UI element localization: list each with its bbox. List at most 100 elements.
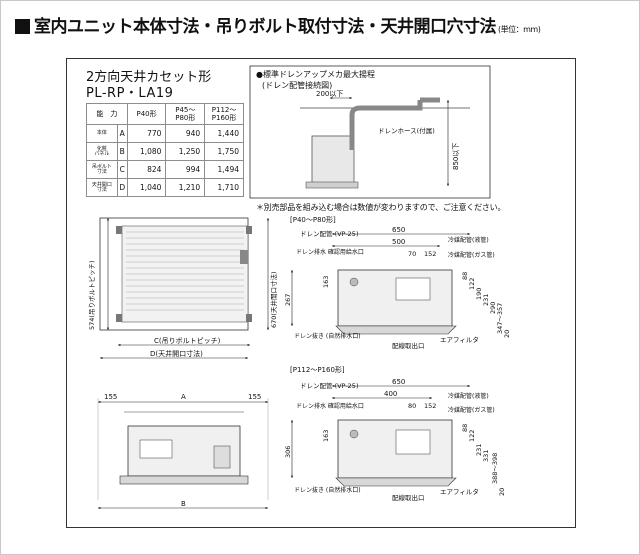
hanger-bracket: [246, 314, 252, 322]
side-large-filter: エアフィルタ: [440, 487, 479, 496]
side-small-drain-pipe: ドレン配管 (VP-25): [300, 229, 358, 238]
front-dim-155-right: 155: [248, 393, 261, 401]
heading-title: 室内ユニット本体寸法・吊りボルト取付寸法・天井開口穴寸法: [34, 17, 497, 37]
side-small-20: 20: [503, 330, 511, 338]
row-value: 1,440: [204, 124, 244, 143]
side-large-331: 331: [482, 450, 490, 462]
row-value: 1,040: [126, 178, 167, 197]
piping-port: [240, 250, 248, 264]
front-dim-155-left: 155: [104, 393, 117, 401]
drain-diagram: ●標準ドレンアップメカ最大揚程 (ドレン配管接続図) 200以下 ドレンホース(…: [249, 65, 491, 199]
side-small-pipe-box: [395, 277, 431, 301]
side-small-drain-plug: ドレン排水 確認用給水口: [296, 248, 364, 256]
row-value: 1,494: [204, 160, 244, 179]
side-large-drain-plug: ドレン排水 確認用給水口: [296, 402, 364, 410]
side-large-20: 20: [498, 488, 506, 496]
table-row: 本体 A 770 940 1,440: [86, 124, 244, 143]
side-small-88: 88: [461, 272, 469, 280]
unit-panel: [305, 181, 359, 189]
hanger-bracket: [116, 226, 122, 234]
side-large-306: 306: [284, 446, 292, 458]
hanger-bracket: [116, 314, 122, 322]
page-heading: 室内ユニット本体寸法・吊りボルト取付寸法・天井開口穴寸法(単位：mm): [15, 12, 575, 38]
drain-diagram-title: ●標準ドレンアップメカ最大揚程: [256, 69, 375, 79]
side-small-filter: エアフィルタ: [440, 335, 479, 344]
side-large-panel: [335, 477, 457, 487]
drain-hose-label: ドレンホース(付属): [378, 126, 435, 135]
front-inspection-window: [139, 439, 173, 459]
heading-unit: (単位：mm): [498, 25, 541, 34]
side-view-small: [P40～P80形] 650 500 70 152 ドレン配管 (VP-25) …: [284, 216, 511, 350]
side-large-122: 122: [468, 430, 476, 442]
side-small-290: 290: [489, 302, 497, 314]
model-name: PL-RP・LA19: [86, 86, 174, 101]
top-dim-d: D(天井開口寸法): [150, 349, 203, 358]
side-small-liquid: 冷媒配管(液管): [448, 236, 489, 244]
side-small-122: 122: [468, 278, 476, 290]
table-header-capacity: 能 力: [86, 103, 128, 125]
top-view: 574(吊りボルトピッチ) 670(天井開口寸法) C(吊りボルトピッチ) D(…: [88, 217, 278, 360]
drain-hose: [349, 100, 423, 150]
note-text: ＊別売部品を組み込む場合は数値が変わりますので、ご注意ください。: [256, 203, 506, 212]
side-large-drain-pipe: ドレン配管 (VP-25): [300, 381, 358, 390]
side-small-152: 152: [424, 250, 436, 258]
side-small-gas: 冷媒配管(ガス管): [448, 251, 495, 259]
top-dim-c: C(吊りボルトピッチ): [154, 337, 221, 345]
side-large-gas: 冷媒配管(ガス管): [448, 406, 495, 414]
side-large-152: 152: [424, 402, 436, 410]
model-title: 2方向天井カセット形: [86, 70, 212, 85]
table-row: 吊ボルト 寸法 C 824 994 1,494: [86, 160, 244, 179]
side-large-pipe-box: [395, 429, 431, 455]
side-large-400: 400: [384, 390, 397, 398]
side-large-wiring: 配線取出口: [392, 493, 425, 502]
row-value: 1,210: [165, 178, 206, 197]
side-large-650: 650: [392, 378, 405, 386]
side-large-liquid: 冷媒配管(液管): [448, 392, 489, 400]
front-panel: [119, 475, 249, 485]
top-dim-574: 574(吊りボルトピッチ): [88, 261, 96, 330]
side-large-drain-out: ドレン抜き (自然排水口): [294, 486, 361, 494]
side-small-panel: [335, 325, 457, 335]
side-small-wiring: 配線取出口: [392, 341, 425, 350]
front-control-box: [213, 445, 231, 469]
side-large-388-398: 388～398: [491, 453, 499, 484]
table-header-p45-p80: P45～ P80形: [165, 103, 206, 125]
side-view-large: [P112～P160形] 650 400 80 152 ドレン配管 (VP-25…: [284, 366, 506, 502]
drain-port: [349, 429, 359, 439]
side-small-267: 267: [284, 294, 292, 306]
table-row: 天井開口 寸法 D 1,040 1,210 1,710: [86, 178, 244, 197]
unit-body: [311, 135, 355, 185]
row-value: 1,710: [204, 178, 244, 197]
side-small-347-357: 347～357: [496, 303, 504, 334]
side-large-section: [P112～P160形]: [290, 366, 345, 374]
side-small-drain-out: ドレン抜き (自然排水口): [294, 332, 361, 340]
side-large-80: 80: [408, 402, 416, 410]
side-large-163: 163: [322, 430, 330, 442]
table-row: 化粧 パネル B 1,080 1,250 1,750: [86, 142, 244, 161]
front-view: 155 A 155 B: [97, 393, 269, 510]
row-label: 天井開口 寸法: [86, 178, 118, 197]
side-large-231: 231: [475, 444, 483, 456]
drain-port: [349, 277, 359, 287]
side-small-163: 163: [322, 276, 330, 288]
square-bullet-icon: [15, 19, 30, 34]
side-small-231: 231: [482, 294, 490, 306]
side-small-70: 70: [408, 250, 416, 258]
front-dim-a: A: [181, 393, 186, 401]
top-dim-670: 670(天井開口寸法): [269, 272, 278, 328]
side-large-body: [337, 419, 453, 479]
front-dim-b: B: [181, 500, 186, 508]
drain-diagram-box: [249, 65, 491, 199]
side-small-190: 190: [475, 288, 483, 300]
dimension-table: 能 力 P40形 P45～ P80形 P112～ P160形 本体 A 770 …: [86, 103, 244, 197]
side-small-500: 500: [392, 238, 405, 246]
drain-diagram-subtitle: (ドレン配管接続図): [262, 80, 332, 90]
side-small-section: [P40～P80形]: [290, 216, 336, 224]
table-header-row: 能 力 P40形 P45～ P80形 P112～ P160形: [86, 103, 244, 125]
drain-dim-height: 850以下: [452, 143, 460, 170]
side-small-650: 650: [392, 226, 405, 234]
hanger-bracket: [246, 226, 252, 234]
side-large-88: 88: [461, 424, 469, 432]
drain-dim-width: 200以下: [316, 90, 343, 98]
